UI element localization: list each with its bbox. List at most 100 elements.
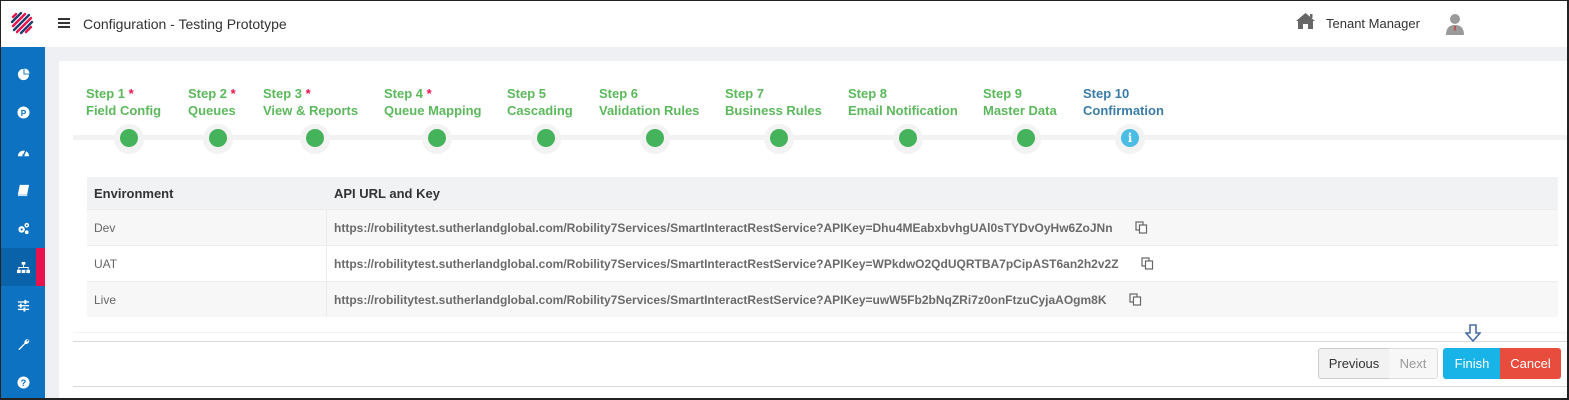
- step-label: Field Config: [86, 103, 162, 118]
- api-url-text: https://robilitytest.sutherlandglobal.co…: [334, 292, 1107, 307]
- sidebar-item-help[interactable]: ?: [1, 363, 45, 398]
- step-label: Queue Mapping: [384, 103, 482, 118]
- required-marker: *: [128, 86, 134, 101]
- step-number: Step 6: [599, 86, 639, 101]
- table-row: Live https://robilitytest.sutherlandglob…: [87, 281, 1558, 317]
- divider: [73, 332, 1567, 333]
- home-icon[interactable]: [1295, 12, 1316, 30]
- table-row: UAT https://robilitytest.sutherlandgloba…: [87, 245, 1558, 281]
- cancel-button[interactable]: Cancel: [1500, 348, 1561, 379]
- step-4[interactable]: Step 4 * Queue Mapping: [384, 85, 482, 119]
- step-number: Step 1: [86, 86, 126, 101]
- copy-icon[interactable]: [1140, 257, 1154, 270]
- environment-cell: Dev: [87, 210, 327, 245]
- step-number: Step 2: [188, 86, 228, 101]
- column-header-environment: Environment: [94, 185, 174, 201]
- sidebar-item-tools[interactable]: [1, 325, 45, 363]
- step-9-complete-dot[interactable]: [1017, 129, 1035, 147]
- svg-text:?: ?: [20, 378, 26, 388]
- wizard-progress-track: [73, 135, 1567, 140]
- step-label: Cascading: [507, 103, 573, 118]
- step-number: Step 3: [263, 86, 303, 101]
- svg-text:P: P: [20, 107, 26, 117]
- api-url-cell: https://robilitytest.sutherlandglobal.co…: [327, 210, 1148, 245]
- environment-cell: Live: [87, 282, 327, 317]
- sidebar: P ?: [1, 47, 45, 398]
- step-1-complete-dot[interactable]: [120, 129, 138, 147]
- step-label: View & Reports: [263, 103, 359, 118]
- copy-icon[interactable]: [1134, 221, 1148, 234]
- sidebar-item-settings[interactable]: [1, 209, 45, 247]
- step-label: Confirmation: [1083, 103, 1164, 118]
- step-number: Step 5: [507, 86, 547, 101]
- step-3[interactable]: Step 3 * View & Reports: [263, 85, 358, 119]
- step-7[interactable]: Step 7 Business Rules: [725, 85, 822, 119]
- step-10[interactable]: Step 10 Confirmation: [1083, 85, 1164, 119]
- step-2-complete-dot[interactable]: [209, 129, 227, 147]
- next-button[interactable]: Next: [1389, 348, 1438, 379]
- step-7-complete-dot[interactable]: [770, 129, 788, 147]
- sidebar-item-hierarchy[interactable]: [1, 248, 45, 286]
- step-9[interactable]: Step 9 Master Data: [983, 85, 1057, 119]
- step-5-complete-dot[interactable]: [537, 129, 555, 147]
- question-circle-icon: ?: [16, 375, 30, 389]
- tenant-manager-link[interactable]: Tenant Manager: [1326, 16, 1420, 31]
- info-icon[interactable]: i: [1121, 129, 1139, 147]
- step-6-complete-dot[interactable]: [646, 129, 664, 147]
- step-number: Step 7: [725, 86, 765, 101]
- sidebar-item-dashboard[interactable]: [1, 133, 45, 171]
- step-label: Validation Rules: [599, 103, 700, 118]
- step-number: Step 4: [384, 86, 424, 101]
- divider: [73, 386, 1567, 387]
- divider: [73, 341, 1567, 342]
- api-url-text: https://robilitytest.sutherlandglobal.co…: [334, 256, 1119, 271]
- step-2[interactable]: Step 2 * Queues: [188, 85, 236, 119]
- required-marker: *: [305, 86, 311, 101]
- wrench-icon: [17, 338, 29, 350]
- sitemap-icon: [16, 261, 30, 273]
- step-5[interactable]: Step 5 Cascading: [507, 85, 573, 119]
- step-6[interactable]: Step 6 Validation Rules: [599, 85, 699, 119]
- step-label: Master Data: [983, 103, 1057, 118]
- required-marker: *: [426, 86, 432, 101]
- step-8-complete-dot[interactable]: [899, 129, 917, 147]
- column-header-api-url: API URL and Key: [334, 185, 440, 201]
- api-url-cell: https://robilitytest.sutherlandglobal.co…: [327, 282, 1142, 317]
- sliders-icon: [17, 299, 29, 312]
- sidebar-item-pie-chart[interactable]: [1, 55, 45, 93]
- sidebar-item-p[interactable]: P: [1, 93, 45, 131]
- user-icon[interactable]: [1445, 13, 1465, 35]
- app-title: Configuration - Testing Prototype: [83, 16, 287, 32]
- book-icon: [17, 184, 29, 196]
- copy-icon[interactable]: [1128, 293, 1142, 306]
- cogs-icon: [17, 222, 29, 234]
- required-marker: *: [230, 86, 236, 101]
- p-circle-icon: P: [16, 105, 30, 119]
- environment-cell: UAT: [87, 246, 327, 281]
- table-row: Dev https://robilitytest.sutherlandgloba…: [87, 209, 1558, 245]
- table-header: Environment API URL and Key: [87, 177, 1558, 209]
- api-url-text: https://robilitytest.sutherlandglobal.co…: [334, 220, 1113, 235]
- step-number: Step 8: [848, 86, 888, 101]
- step-label: Email Notification: [848, 103, 958, 118]
- down-arrow-icon: [1465, 324, 1481, 342]
- step-1[interactable]: Step 1 * Field Config: [86, 85, 161, 119]
- logo-icon[interactable]: [10, 11, 34, 35]
- hamburger-icon[interactable]: [58, 18, 70, 28]
- api-url-cell: https://robilitytest.sutherlandglobal.co…: [327, 246, 1154, 281]
- step-8[interactable]: Step 8 Email Notification: [848, 85, 958, 119]
- api-table: Environment API URL and Key Dev https://…: [87, 177, 1558, 317]
- top-bar: Configuration - Testing Prototype Tenant…: [1, 1, 1567, 47]
- step-label: Business Rules: [725, 103, 822, 118]
- pie-chart-icon: [17, 67, 30, 80]
- finish-button[interactable]: Finish: [1443, 348, 1501, 379]
- step-3-complete-dot[interactable]: [306, 129, 324, 147]
- step-number: Step 9: [983, 86, 1023, 101]
- gauge-icon: [17, 149, 29, 156]
- step-4-complete-dot[interactable]: [428, 129, 446, 147]
- sidebar-item-sliders[interactable]: [1, 286, 45, 324]
- sidebar-item-book[interactable]: [1, 171, 45, 209]
- previous-button[interactable]: Previous: [1318, 348, 1390, 379]
- step-label: Queues: [188, 103, 236, 118]
